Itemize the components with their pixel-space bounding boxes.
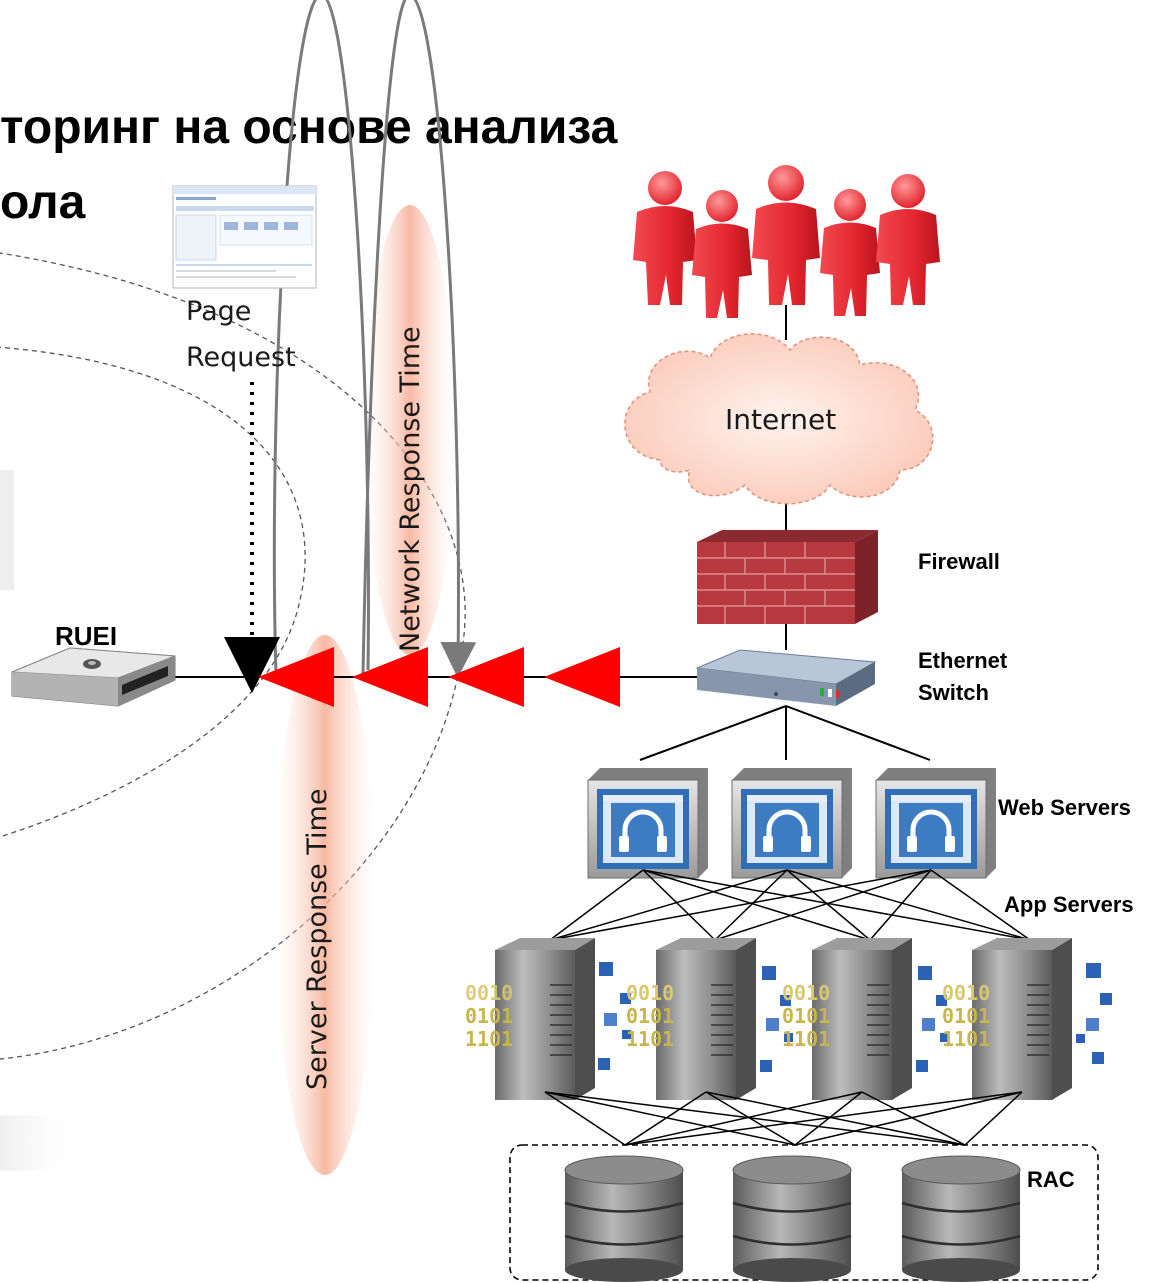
web-servers-label: Web Servers bbox=[998, 795, 1131, 820]
svg-text:0010: 0010 bbox=[465, 981, 513, 1005]
left-glow bbox=[0, 1115, 90, 1171]
ruei-label: RUEI bbox=[55, 621, 117, 651]
web-server-3 bbox=[875, 768, 996, 879]
ethernet-switch-label-1: Ethernet bbox=[918, 648, 1008, 673]
user-icon-5 bbox=[876, 174, 940, 305]
database-1 bbox=[564, 1155, 684, 1282]
svg-text:0101: 0101 bbox=[626, 1004, 674, 1028]
svg-text:0010: 0010 bbox=[626, 981, 674, 1005]
user-icon-4 bbox=[820, 189, 880, 316]
title-line-2: ола bbox=[0, 176, 86, 229]
app-server-4: 0010 0101 1101 bbox=[942, 938, 1112, 1100]
firewall-label: Firewall bbox=[918, 549, 1000, 574]
svg-text:1101: 1101 bbox=[465, 1027, 513, 1051]
app-server-1: 0010 0101 1101 bbox=[465, 938, 631, 1100]
coverage-arcs bbox=[0, 252, 466, 1060]
red-arrow-2 bbox=[352, 647, 428, 707]
svg-text:0010: 0010 bbox=[782, 981, 830, 1005]
user-icon-1 bbox=[633, 171, 697, 305]
internet-label: Internet bbox=[725, 403, 836, 436]
page-request-label-1: Page bbox=[186, 296, 251, 327]
ethernet-switch-label-2: Switch bbox=[918, 680, 989, 705]
app-servers-label: App Servers bbox=[1004, 892, 1134, 917]
svg-text:0101: 0101 bbox=[465, 1004, 513, 1028]
database-3 bbox=[901, 1155, 1021, 1282]
svg-text:0010: 0010 bbox=[942, 981, 990, 1005]
app-server-2: 0010 0101 1101 bbox=[626, 938, 793, 1100]
svg-text:1101: 1101 bbox=[626, 1027, 674, 1051]
title-line-1: торинг на основе анализа bbox=[0, 101, 618, 154]
response-loops bbox=[272, 0, 477, 678]
server-response-beam bbox=[275, 635, 375, 1175]
web-to-app-mesh bbox=[549, 869, 1031, 941]
page-request-thumbnail bbox=[172, 185, 317, 289]
web-server-2 bbox=[731, 768, 852, 879]
left-glow-top bbox=[0, 470, 14, 590]
app-servers: 0010 0101 1101 0010 0101 1101 bbox=[465, 938, 1112, 1100]
internet-cloud bbox=[624, 333, 934, 505]
app-to-db-mesh bbox=[544, 1091, 1023, 1146]
user-icon-2 bbox=[692, 190, 752, 318]
databases bbox=[564, 1155, 1021, 1282]
page-request-label-2: Request bbox=[186, 342, 296, 373]
red-arrow-4 bbox=[544, 647, 620, 707]
network-response-time-label: Network Response Time bbox=[395, 326, 426, 652]
svg-text:0101: 0101 bbox=[782, 1004, 830, 1028]
ethernet-switch-icon bbox=[695, 649, 877, 706]
svg-text:1101: 1101 bbox=[942, 1027, 990, 1051]
web-server-1 bbox=[587, 768, 708, 879]
app-server-3: 0010 0101 1101 bbox=[782, 938, 949, 1100]
svg-text:0101: 0101 bbox=[942, 1004, 990, 1028]
rac-label: RAC bbox=[1027, 1167, 1075, 1192]
red-arrow-3 bbox=[448, 647, 524, 707]
ruei-appliance bbox=[11, 647, 176, 707]
database-2 bbox=[732, 1155, 852, 1282]
network-response-beam bbox=[365, 205, 455, 655]
web-servers bbox=[587, 768, 996, 879]
server-response-time-label: Server Response Time bbox=[302, 789, 333, 1090]
switch-to-web-lines bbox=[639, 705, 931, 761]
user-icon-3 bbox=[752, 165, 820, 305]
users-group bbox=[633, 165, 940, 318]
red-arrow-1 bbox=[258, 647, 334, 707]
firewall-icon bbox=[697, 530, 878, 624]
traffic-arrows bbox=[258, 647, 620, 707]
svg-text:1101: 1101 bbox=[782, 1027, 830, 1051]
